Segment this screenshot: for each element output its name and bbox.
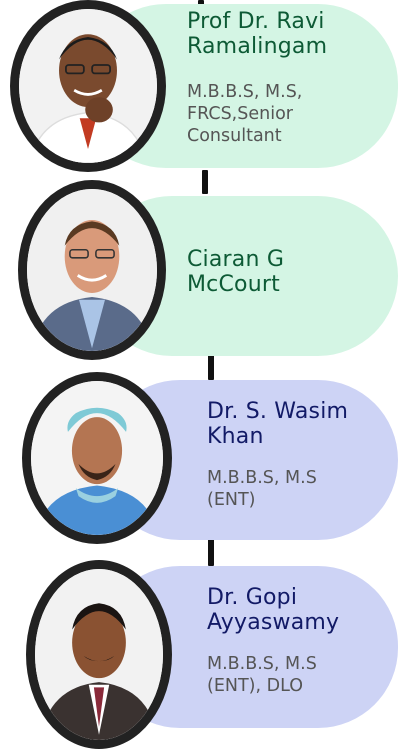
doctor-name: Dr. Gopi Ayyaswamy (207, 585, 339, 635)
doctor-name-line: Ciaran G (187, 247, 285, 272)
doctor-name-line: Prof Dr. Ravi (187, 9, 325, 34)
doctor-credentials: M.B.B.S, M.S (ENT) (207, 467, 317, 511)
credential-line: M.B.B.S, M.S (207, 654, 317, 674)
doctor-name-line: McCourt (187, 272, 280, 297)
timeline-connector (208, 354, 214, 380)
doctor-photo-avatar (18, 180, 166, 360)
doctor-name-line: Ayyaswamy (207, 610, 340, 635)
credential-line: (ENT) (207, 490, 256, 510)
portrait-icon (31, 381, 163, 535)
doctor-photo-avatar (26, 560, 172, 749)
doctor-credentials: M.B.B.S, M.S (ENT), DLO (207, 653, 317, 697)
portrait-icon (27, 189, 157, 351)
portrait-icon (35, 569, 163, 740)
doctor-name: Ciaran G McCourt (187, 247, 284, 297)
doctor-name-line: Dr. S. Wasim (207, 399, 349, 424)
doctor-credentials: M.B.B.S, M.S, FRCS,Senior Consultant (187, 81, 302, 147)
doctor-name-line: Ramalingam (187, 34, 328, 59)
doctor-name-line: Khan (207, 424, 264, 449)
doctor-name-line: Dr. Gopi (207, 585, 298, 610)
timeline-connector (208, 538, 214, 566)
credential-line: FRCS,Senior (187, 104, 293, 124)
doctor-photo-avatar (22, 372, 172, 544)
credential-line: (ENT), DLO (207, 676, 303, 696)
credential-line: M.B.B.S, M.S (207, 468, 317, 488)
timeline-connector (202, 170, 208, 194)
credential-line: Consultant (187, 126, 282, 146)
credential-line: M.B.B.S, M.S, (187, 82, 303, 102)
doctor-name: Prof Dr. Ravi Ramalingam (187, 9, 327, 59)
portrait-icon (19, 9, 157, 163)
doctor-photo-avatar (10, 0, 166, 172)
doctor-name: Dr. S. Wasim Khan (207, 399, 348, 449)
